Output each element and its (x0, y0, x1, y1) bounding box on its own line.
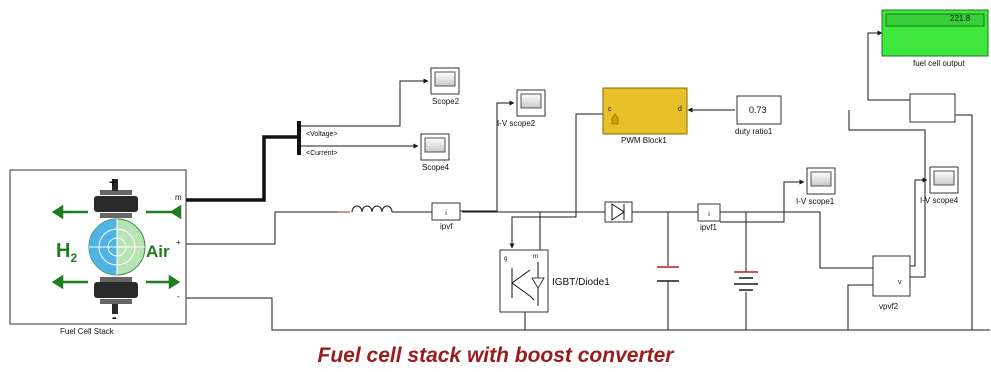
vpvf2-label: vpvf2 (879, 302, 899, 311)
bus-voltage-label: <Voltage> (306, 131, 338, 138)
fuel-cell-output-label: fuel cell output (913, 59, 965, 68)
capacitor-icon[interactable] (657, 266, 679, 282)
fuel-cell-output-display[interactable] (881, 9, 989, 57)
ipvf1-label: ipvf1 (700, 223, 717, 232)
vpvf2-port-v: v (898, 279, 902, 286)
svg-text:g: g (504, 256, 507, 262)
scope4-block[interactable] (420, 133, 450, 161)
fuel-cell-output-value: 221.8 (950, 14, 971, 23)
pwm-port-c: c (608, 106, 612, 113)
figure-caption: Fuel cell stack with boost converter (317, 344, 674, 367)
iv-scope1-block[interactable] (806, 167, 836, 195)
ipvf1-block[interactable]: i (697, 203, 721, 222)
duty-ratio-block[interactable] (736, 95, 782, 125)
duty-ratio-value: 0.73 (749, 105, 767, 115)
ipvf-block[interactable]: i (431, 202, 461, 221)
stack-minus-symbol: - (112, 309, 117, 325)
iv-scope2-block[interactable] (516, 89, 546, 117)
vpvf2-block[interactable] (872, 255, 911, 297)
scope2-block[interactable] (430, 67, 460, 95)
scope2-label: Scope2 (432, 97, 460, 106)
bus-current-label: <Current> (306, 150, 338, 157)
h2-label: H2 (56, 240, 77, 265)
svg-text:i: i (445, 210, 447, 217)
iv-scope2-label: I-V scope2 (497, 119, 536, 128)
scope4-label: Scope4 (422, 163, 450, 172)
inductor-icon[interactable] (337, 205, 400, 213)
igbt-label: IGBT/Diode1 (552, 277, 610, 288)
pwm-down-arrow-icon (611, 113, 619, 125)
stack-plus-symbol: + (109, 174, 117, 190)
iv-scope4-block[interactable] (929, 166, 959, 194)
power-wires (186, 114, 990, 331)
iv-scope4-label: I-V scope4 (920, 196, 959, 205)
pwm-block-label: PWM Block1 (621, 136, 667, 145)
stack-port-m: m (175, 193, 182, 202)
pwm-block[interactable] (602, 87, 688, 135)
ipvf-label: ipvf (440, 222, 453, 231)
fuel-cell-stack-block[interactable] (9, 169, 187, 325)
svg-text:m: m (533, 254, 538, 260)
iv-scope1-label: I-V scope1 (796, 197, 835, 206)
stack-port-plus: + (176, 238, 181, 247)
load-icon[interactable] (734, 271, 758, 291)
bus-wire (186, 135, 298, 202)
stack-port-minus: - (177, 292, 180, 301)
mux-block[interactable] (909, 93, 956, 123)
duty-ratio-label: duty ratio1 (735, 127, 773, 136)
pwm-port-d: d (678, 106, 682, 113)
fuel-cell-stack-label: Fuel Cell Stack (60, 327, 114, 336)
diode-block[interactable] (604, 201, 633, 223)
bus-selector-block[interactable] (297, 121, 301, 155)
signal-wires (300, 30, 928, 278)
air-label: Air (146, 242, 170, 261)
svg-text:i: i (708, 211, 710, 218)
igbt-block[interactable]: g m (499, 249, 549, 313)
